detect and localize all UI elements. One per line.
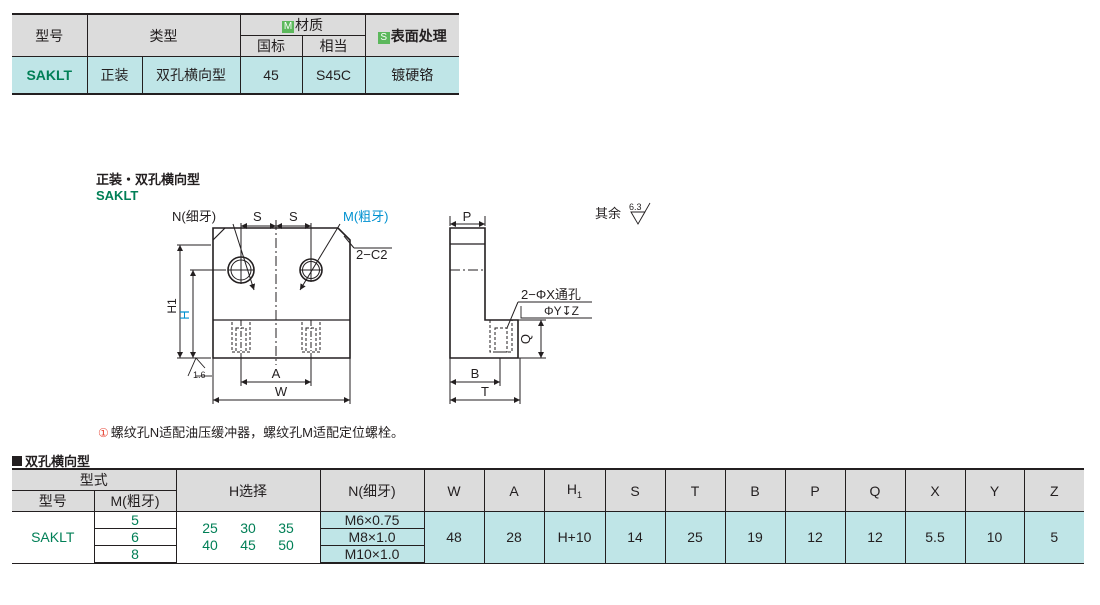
- label-s-2: S: [289, 209, 298, 224]
- label-n: N(细牙): [172, 209, 216, 224]
- drawing-labels: N(细牙) S S M(粗牙) 2−C2 H1 H A W P 2−ΦX通孔 Φ…: [165, 202, 642, 399]
- header-h1: H1: [543, 468, 606, 512]
- label-h: H: [177, 310, 192, 319]
- header-equivalent: 相当: [301, 35, 365, 57]
- drawing-code: SAKLT: [96, 188, 139, 203]
- surface-cell: 镀硬铬: [364, 56, 459, 95]
- a-value: 28: [483, 511, 545, 564]
- section-title: 双孔横向型: [12, 451, 90, 470]
- label-b: B: [471, 366, 480, 381]
- label-w: W: [275, 384, 288, 399]
- s-value: 14: [604, 511, 666, 564]
- header-model: 型号: [12, 13, 88, 57]
- header-n: N(细牙): [319, 468, 425, 512]
- x-value: 5.5: [904, 511, 966, 564]
- national-cell: 45: [239, 56, 303, 95]
- side-view: [449, 202, 651, 404]
- material-tag-icon: M: [282, 21, 294, 33]
- header-style: 型式: [12, 468, 177, 491]
- w-value: 48: [423, 511, 485, 564]
- label-m: M(粗牙): [343, 209, 389, 224]
- h1-value: H+10: [543, 511, 606, 564]
- header-national: 国标: [240, 35, 303, 57]
- drawing-title: 正装・双孔横向型 SAKLT: [96, 172, 201, 203]
- header-w: W: [423, 468, 485, 512]
- equivalent-cell: S45C: [301, 56, 366, 95]
- label-counterbore: ΦY↧Z: [544, 304, 579, 318]
- header-q: Q: [844, 468, 906, 512]
- label-s-1: S: [253, 209, 262, 224]
- m-value: 6: [94, 528, 177, 546]
- m-value: 8: [94, 545, 177, 564]
- label-q: Q: [518, 334, 533, 344]
- q-value: 12: [844, 511, 906, 564]
- p-value: 12: [784, 511, 846, 564]
- header-a: A: [483, 468, 545, 512]
- header-t: T: [664, 468, 726, 512]
- header-model: 型号: [12, 490, 95, 512]
- label-roughness-value: 6.3: [629, 202, 642, 212]
- label-t: T: [481, 384, 489, 399]
- label-roughness-main: 其余: [595, 206, 621, 221]
- technical-drawing: N(细牙) S S M(粗牙) 2−C2 H1 H A W P 2−ΦX通孔 Φ…: [165, 202, 651, 404]
- header-x: X: [904, 468, 966, 512]
- dimension-table: 型式 H选择 N(细牙) W A H1 S T B P Q X Y Z 型号 M…: [12, 468, 1084, 564]
- note-icon: ①: [98, 426, 109, 440]
- label-chamfer: 2−C2: [356, 247, 387, 262]
- header-type: 类型: [86, 13, 241, 57]
- y-value: 10: [964, 511, 1025, 564]
- header-m: M(粗牙): [93, 490, 176, 512]
- header-p: P: [784, 468, 846, 512]
- header-b: B: [724, 468, 786, 512]
- b-value: 19: [724, 511, 786, 564]
- header-s: S: [604, 468, 666, 512]
- label-hole: 2−ΦX通孔: [521, 287, 581, 302]
- header-z: Z: [1023, 468, 1084, 512]
- n-value: M6×0.75: [319, 511, 425, 529]
- header-y: Y: [964, 468, 1025, 512]
- front-dimensions: [177, 223, 392, 404]
- n-value: M8×1.0: [319, 528, 424, 546]
- type-cell: 双孔横向型: [141, 56, 241, 95]
- header-hsel: H选择: [175, 468, 321, 512]
- t-value: 25: [664, 511, 726, 564]
- label-roughness-base: 1.6: [193, 370, 206, 380]
- model-cell: SAKLT: [12, 511, 95, 564]
- model-cell: SAKLT: [12, 56, 88, 95]
- z-value: 5: [1023, 511, 1084, 564]
- surface-tag-icon: S: [377, 31, 390, 44]
- n-value: M10×1.0: [319, 545, 424, 564]
- mount-cell: 正装: [86, 56, 143, 95]
- m-value: 5: [93, 511, 177, 529]
- square-bullet-icon: [12, 456, 22, 466]
- front-view: [212, 220, 351, 365]
- label-a: A: [272, 366, 281, 381]
- label-p: P: [463, 209, 472, 224]
- label-h1: H1: [165, 298, 179, 314]
